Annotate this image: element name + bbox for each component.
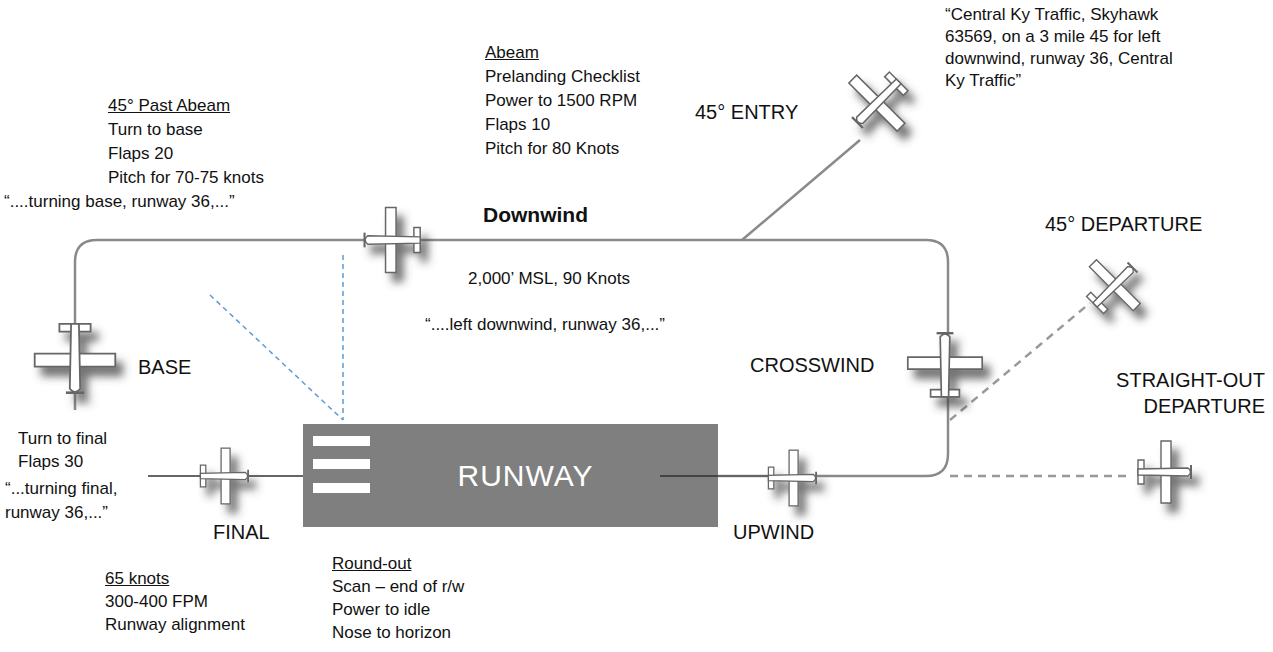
radio-call: “....turning base, runway 36,...”	[4, 192, 235, 212]
leg-name: FINAL	[213, 520, 270, 544]
airplane-icon	[200, 448, 248, 504]
step-heading: 65 knots	[105, 569, 169, 589]
step-note: Flaps 30	[18, 452, 83, 472]
step-note: 2,000’ MSL, 90 Knots	[468, 269, 630, 289]
threshold-stripe	[313, 436, 370, 446]
runway: RUNWAY	[303, 424, 718, 527]
centerline	[660, 475, 718, 477]
step-note: Pitch for 80 Knots	[485, 139, 619, 159]
airplane-icon	[1073, 246, 1154, 327]
radio-call: “...turning final, runway 36,...”	[5, 477, 145, 525]
step-note: Flaps 10	[485, 115, 550, 135]
step-note: Nose to horizon	[332, 623, 451, 643]
airplane-icon	[365, 207, 421, 272]
leg-name: CROSSWIND	[750, 353, 874, 377]
airplane-icon	[35, 324, 116, 393]
step-note: 300-400 FPM	[105, 592, 208, 612]
leg-name: Downwind	[483, 202, 588, 227]
airplane-icon	[768, 450, 816, 506]
runway-label: RUNWAY	[458, 459, 594, 493]
leg-name: STRAIGHT-OUT DEPARTURE	[1065, 367, 1265, 419]
step-heading: Abeam	[485, 43, 539, 63]
step-note: Prelanding Checklist	[485, 67, 640, 87]
step-heading: Round-out	[332, 554, 411, 574]
radio-call: “Central Ky Traffic, Skyhawk 63569, on a…	[945, 4, 1177, 92]
step-note: Scan – end of r/w	[332, 577, 464, 597]
step-note: Runway alignment	[105, 615, 245, 635]
airplane-icon	[1138, 441, 1191, 503]
sight-line	[210, 295, 343, 420]
leg-name: 45° DEPARTURE	[1045, 212, 1202, 236]
threshold-stripe	[313, 483, 370, 493]
threshold-stripe	[313, 459, 370, 469]
step-note: Turn to base	[108, 120, 203, 140]
airplane-icon	[833, 57, 922, 146]
straight-out-line	[950, 475, 1130, 478]
sight-line	[342, 255, 344, 420]
step-note: Power to 1500 RPM	[485, 91, 637, 111]
entry-line	[742, 140, 860, 240]
step-note: Pitch for 70-75 knots	[108, 168, 264, 188]
radio-call: “....left downwind, runway 36,...”	[425, 315, 665, 335]
leg-name: 45° ENTRY	[695, 100, 798, 124]
leg-name: BASE	[138, 355, 191, 379]
step-note: Power to idle	[332, 600, 430, 620]
step-heading: 45° Past Abeam	[108, 96, 230, 116]
leg-name: UPWIND	[733, 520, 814, 544]
airplane-icon	[908, 333, 982, 397]
step-note: Turn to final	[18, 429, 107, 449]
step-note: Flaps 20	[108, 144, 173, 164]
